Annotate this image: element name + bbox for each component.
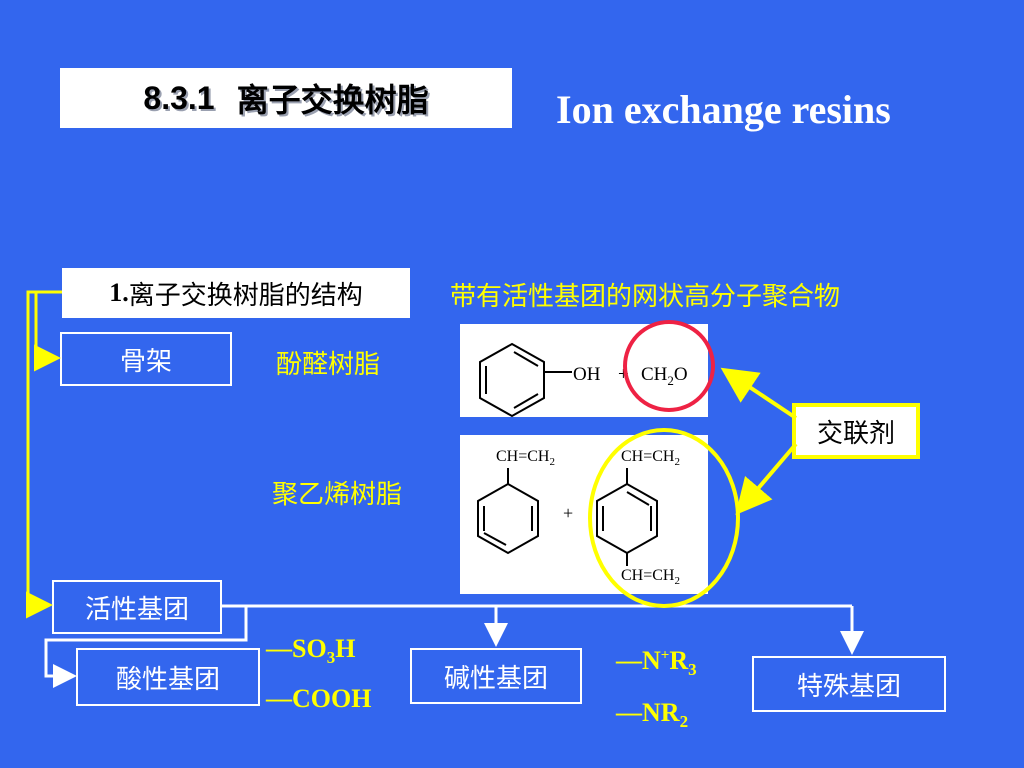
tertiary-amine-formula: —NR2: [616, 698, 689, 732]
formaldehyde-highlight-circle: [623, 320, 715, 412]
formaldehyde-formula: CH2O: [641, 364, 688, 388]
acidic-group-box: 酸性基团: [76, 648, 260, 706]
phenolic-plus-sign: +: [618, 364, 629, 385]
active-group-box: 活性基团: [52, 580, 222, 634]
special-group-box: 特殊基团: [752, 656, 946, 712]
section-number: 8.3.1: [143, 79, 215, 116]
structure-heading: 离子交换树脂的结构: [128, 280, 363, 311]
basic-group-label: 碱性基团: [443, 663, 548, 694]
crosslinker-arrows: [720, 367, 798, 516]
section-title-box: 8.3.1 离子交换树脂: [60, 68, 512, 128]
special-group-label: 特殊基团: [796, 671, 901, 702]
active-group-label: 活性基团: [84, 594, 189, 625]
divinylbenzene-highlight-ellipse: [588, 428, 740, 608]
phenolic-resin-label: 酚醛树脂: [276, 350, 381, 380]
crosslinker-label: 交联剂: [816, 418, 895, 449]
carboxyl-formula: —COOH: [266, 684, 372, 713]
styrene-vinyl-label: CH=CH2: [496, 448, 555, 468]
styrene-plus-sign: +: [563, 503, 573, 523]
structure-heading-box: 1. 离子交换树脂的结构: [62, 268, 410, 318]
phenolic-reaction-panel: [460, 324, 708, 417]
skeleton-label: 骨架: [119, 346, 172, 377]
styrene-reaction-panel: [460, 435, 708, 594]
english-title: Ion exchange resins: [556, 87, 891, 132]
divinylbenzene-molecule: [596, 468, 658, 566]
phenol-molecule: [479, 342, 572, 418]
structure-definition: 带有活性基团的网状高分子聚合物: [450, 282, 841, 312]
divinyl-bottom-label: CH=CH2: [621, 567, 680, 587]
section-title: 离子交换树脂: [236, 82, 429, 118]
sulfonic-formula: —SO3H: [266, 634, 356, 668]
acidic-group-label: 酸性基团: [115, 664, 220, 695]
styrene-molecule: [477, 468, 539, 555]
basic-group-box: 碱性基团: [410, 648, 582, 704]
structure-number: 1.: [109, 278, 129, 307]
phenol-oh-label: OH: [573, 364, 601, 385]
skeleton-box: 骨架: [60, 332, 232, 386]
divinyl-top-label: CH=CH2: [621, 448, 680, 468]
crosslinker-box: 交联剂: [792, 403, 920, 459]
structure-bracket-lines: [26, 290, 62, 619]
quaternary-amine-formula: —N+R3: [616, 646, 697, 680]
polystyrene-resin-label: 聚乙烯树脂: [272, 480, 403, 510]
active-group-connectors: [44, 604, 864, 688]
